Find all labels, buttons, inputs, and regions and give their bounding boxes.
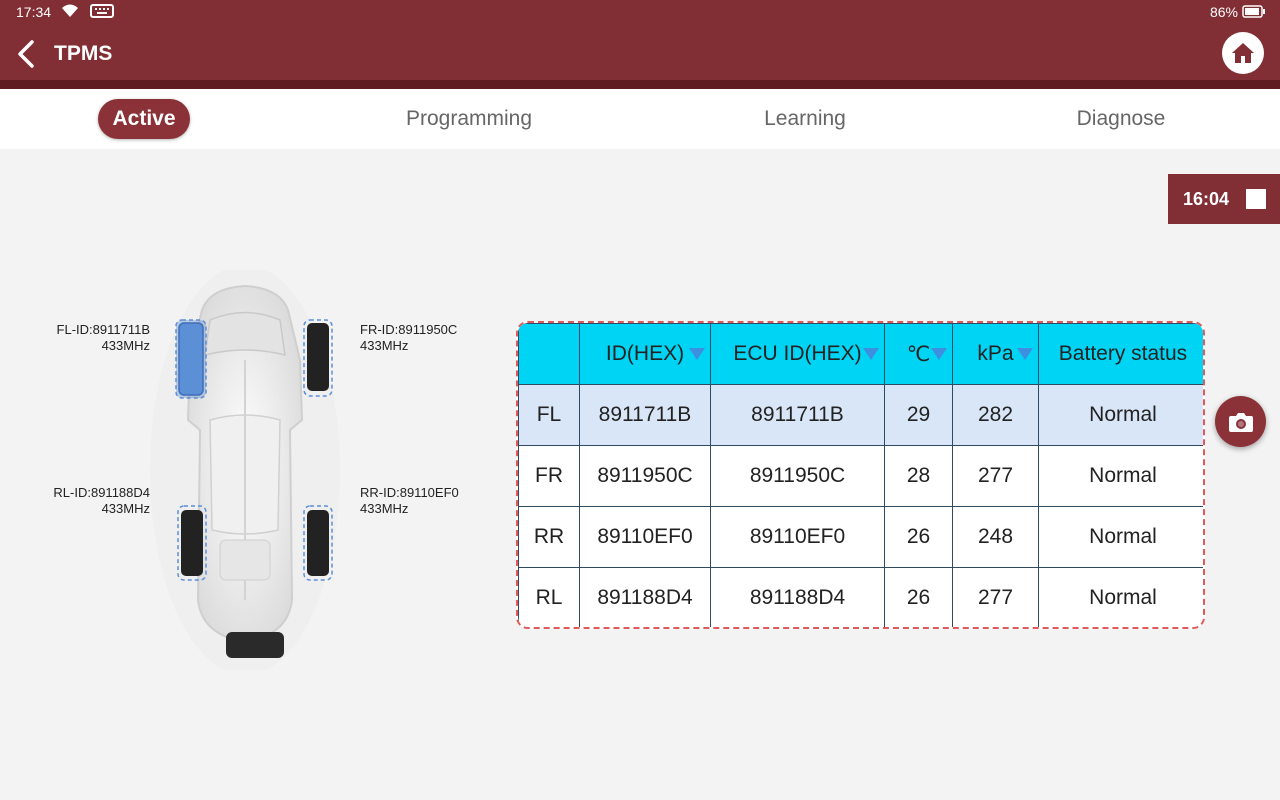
sort-arrow-icon	[863, 348, 879, 360]
tab-programming[interactable]: Programming	[405, 107, 533, 130]
tab-diagnose[interactable]: Diagnose	[1076, 107, 1166, 130]
top-bar-shadow	[0, 80, 1280, 89]
cell-position: FL	[518, 384, 580, 446]
cell-position: RR	[518, 506, 580, 568]
table-row[interactable]: FL 8911711B 8911711B 29 282 Normal	[518, 384, 1203, 446]
home-icon	[1232, 43, 1254, 63]
battery-icon	[1242, 5, 1266, 23]
timer-box: 16:04	[1168, 174, 1280, 224]
sensor-table: ID(HEX) ECU ID(HEX) ℃ kPa Battery status	[516, 321, 1205, 629]
status-time: 17:34	[16, 4, 52, 20]
timer-value: 16:04	[1183, 188, 1230, 209]
cell-ecu-id: 891188D4	[710, 567, 885, 627]
cell-position: RL	[518, 567, 580, 627]
rr-freq: 433MHz	[360, 501, 409, 516]
col-header-position	[518, 323, 580, 385]
wifi-icon	[60, 3, 80, 24]
cell-id: 89110EF0	[579, 506, 711, 568]
cell-ecu-id: 8911950C	[710, 445, 885, 507]
cell-kpa: 277	[952, 567, 1039, 627]
col-header-kpa[interactable]: kPa	[952, 323, 1039, 385]
tab-bar: Active Programming Learning Diagnose	[0, 89, 1280, 149]
fl-wheel-label: FL-ID:8911711B 433MHz	[40, 322, 150, 354]
back-button[interactable]	[12, 38, 42, 70]
stop-button[interactable]	[1246, 189, 1266, 209]
sort-arrow-icon	[931, 348, 947, 360]
cell-kpa: 277	[952, 445, 1039, 507]
tab-learning[interactable]: Learning	[764, 107, 846, 130]
car-illustration	[150, 265, 340, 675]
col-header-temp[interactable]: ℃	[884, 323, 953, 385]
screenshot-button[interactable]	[1215, 396, 1266, 447]
cell-ecu-id: 8911711B	[710, 384, 885, 446]
cell-kpa: 248	[952, 506, 1039, 568]
fr-id: FR-ID:8911950C	[360, 322, 458, 337]
table-row[interactable]: RR 89110EF0 89110EF0 26 248 Normal	[518, 506, 1203, 568]
cell-id: 8911950C	[579, 445, 711, 507]
chevron-left-icon	[18, 40, 34, 68]
cell-battery: Normal	[1038, 384, 1203, 446]
cell-kpa: 282	[952, 384, 1039, 446]
fr-wheel-label: FR-ID:8911950C 433MHz	[360, 322, 457, 354]
col-header-kpa-label: kPa	[977, 342, 1014, 365]
sort-arrow-icon	[689, 348, 705, 360]
cell-temp: 29	[884, 384, 953, 446]
col-header-ecu-label: ECU ID(HEX)	[733, 342, 862, 365]
col-header-temp-label: ℃	[906, 342, 931, 366]
fr-freq: 433MHz	[360, 338, 409, 353]
page-title: TPMS	[54, 42, 113, 65]
col-header-battery: Battery status	[1038, 323, 1203, 385]
rr-wheel-label: RR-ID:89110EF0 433MHz	[360, 485, 459, 517]
battery-percent: 86%	[1209, 4, 1238, 20]
cell-battery: Normal	[1038, 445, 1203, 507]
cell-temp: 26	[884, 567, 953, 627]
col-header-ecu-id[interactable]: ECU ID(HEX)	[710, 323, 885, 385]
keyboard-icon	[90, 4, 114, 23]
fl-freq: 433MHz	[101, 338, 150, 353]
cell-temp: 26	[884, 506, 953, 568]
cell-battery: Normal	[1038, 567, 1203, 627]
cell-id: 8911711B	[579, 384, 711, 446]
col-header-id-label: ID(HEX)	[605, 342, 685, 365]
car-icon	[150, 265, 340, 675]
sort-arrow-icon	[1017, 348, 1033, 360]
rl-freq: 433MHz	[101, 501, 150, 516]
cell-ecu-id: 89110EF0	[710, 506, 885, 568]
tab-active[interactable]: Active	[98, 99, 190, 139]
rl-id: RL-ID:891188D4	[53, 485, 150, 500]
camera-icon	[1228, 412, 1253, 432]
col-header-id[interactable]: ID(HEX)	[579, 323, 711, 385]
cell-position: FR	[518, 445, 580, 507]
cell-id: 891188D4	[579, 567, 711, 627]
rr-id: RR-ID:89110EF0	[360, 485, 459, 500]
table-row[interactable]: RL 891188D4 891188D4 26 277 Normal	[518, 567, 1203, 627]
cell-temp: 28	[884, 445, 953, 507]
top-app-bar: 17:34 86% TPMS	[0, 0, 1280, 80]
fl-id: FL-ID:8911711B	[56, 322, 150, 337]
cell-battery: Normal	[1038, 506, 1203, 568]
home-button[interactable]	[1222, 32, 1264, 74]
table-row[interactable]: FR 8911950C 8911950C 28 277 Normal	[518, 445, 1203, 507]
rl-wheel-label: RL-ID:891188D4 433MHz	[40, 485, 150, 517]
